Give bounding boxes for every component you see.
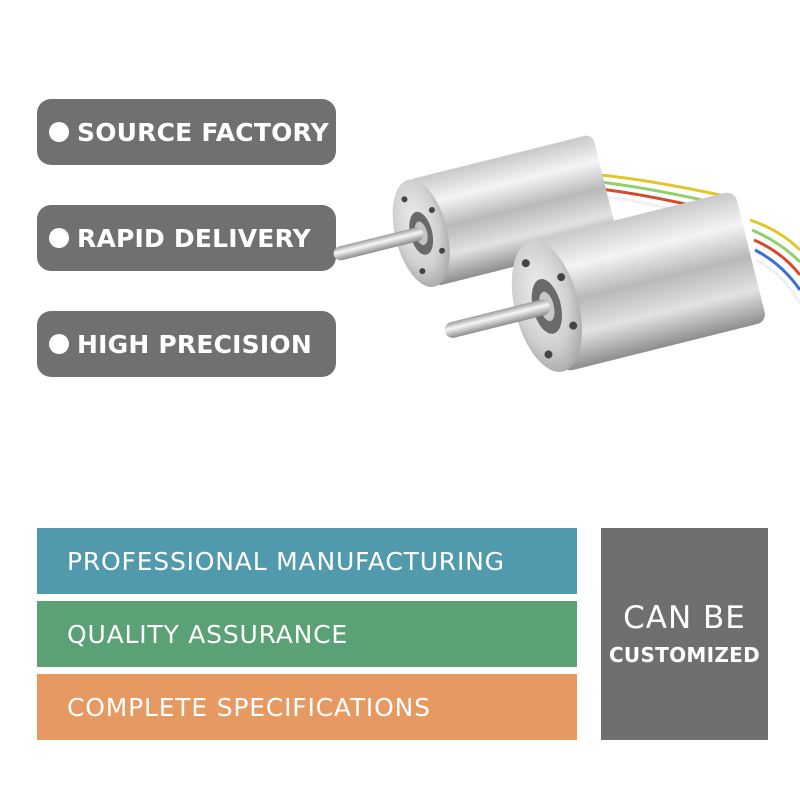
band-label: COMPLETE SPECIFICATIONS: [67, 692, 431, 722]
bullet-dot-icon: [49, 122, 69, 142]
bullet-dot-icon: [49, 334, 69, 354]
band-label: QUALITY ASSURANCE: [67, 619, 349, 649]
motor-product-image: [333, 135, 800, 372]
customization-line-1: CAN BE: [623, 599, 746, 636]
motor-wires-front: [749, 218, 800, 305]
feature-badge-source-factory: SOURCE FACTORY: [37, 99, 336, 165]
band-professional-manufacturing: PROFESSIONAL MANUFACTURING: [37, 528, 577, 594]
feature-badge-high-precision: HIGH PRECISION: [37, 311, 336, 377]
motor-front: [444, 192, 765, 372]
bullet-dot-icon: [49, 228, 69, 248]
band-label: PROFESSIONAL MANUFACTURING: [67, 546, 505, 576]
feature-label: HIGH PRECISION: [77, 329, 312, 359]
feature-label: RAPID DELIVERY: [77, 223, 311, 253]
feature-label: SOURCE FACTORY: [77, 117, 329, 147]
band-quality-assurance: QUALITY ASSURANCE: [37, 601, 577, 667]
feature-badge-rapid-delivery: RAPID DELIVERY: [37, 205, 336, 271]
customization-box: CAN BE CUSTOMIZED: [601, 528, 768, 740]
customization-line-2: CUSTOMIZED: [608, 643, 761, 668]
band-complete-specifications: COMPLETE SPECIFICATIONS: [37, 674, 577, 740]
